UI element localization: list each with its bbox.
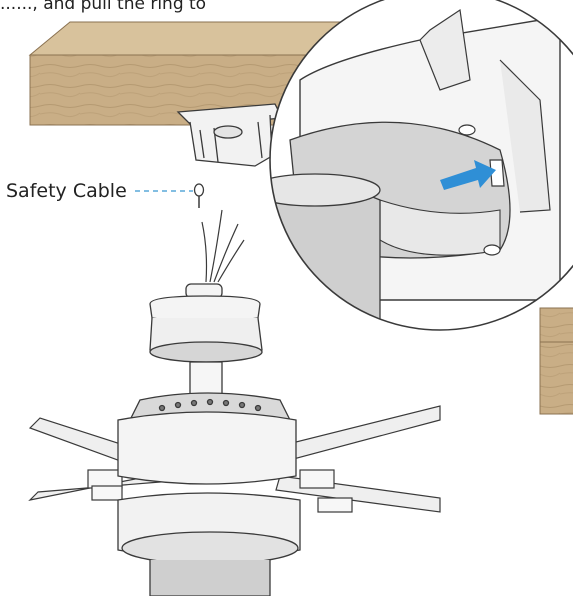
safety-cable-hook [135, 183, 205, 208]
partial-wood-block [539, 307, 573, 415]
fan-wires [201, 209, 245, 283]
zoom-inset [269, 0, 573, 331]
fan-downrod [189, 361, 223, 399]
motor-housing [117, 392, 297, 485]
top-caption-fragment: ......, and pull the ring to [0, 0, 207, 14]
fan-canopy [149, 283, 263, 363]
safety-cable-label: Safety Cable [6, 180, 127, 202]
blue-direction-arrow-icon [440, 160, 496, 190]
light-kit [117, 492, 301, 597]
mounting-bracket [176, 103, 284, 167]
